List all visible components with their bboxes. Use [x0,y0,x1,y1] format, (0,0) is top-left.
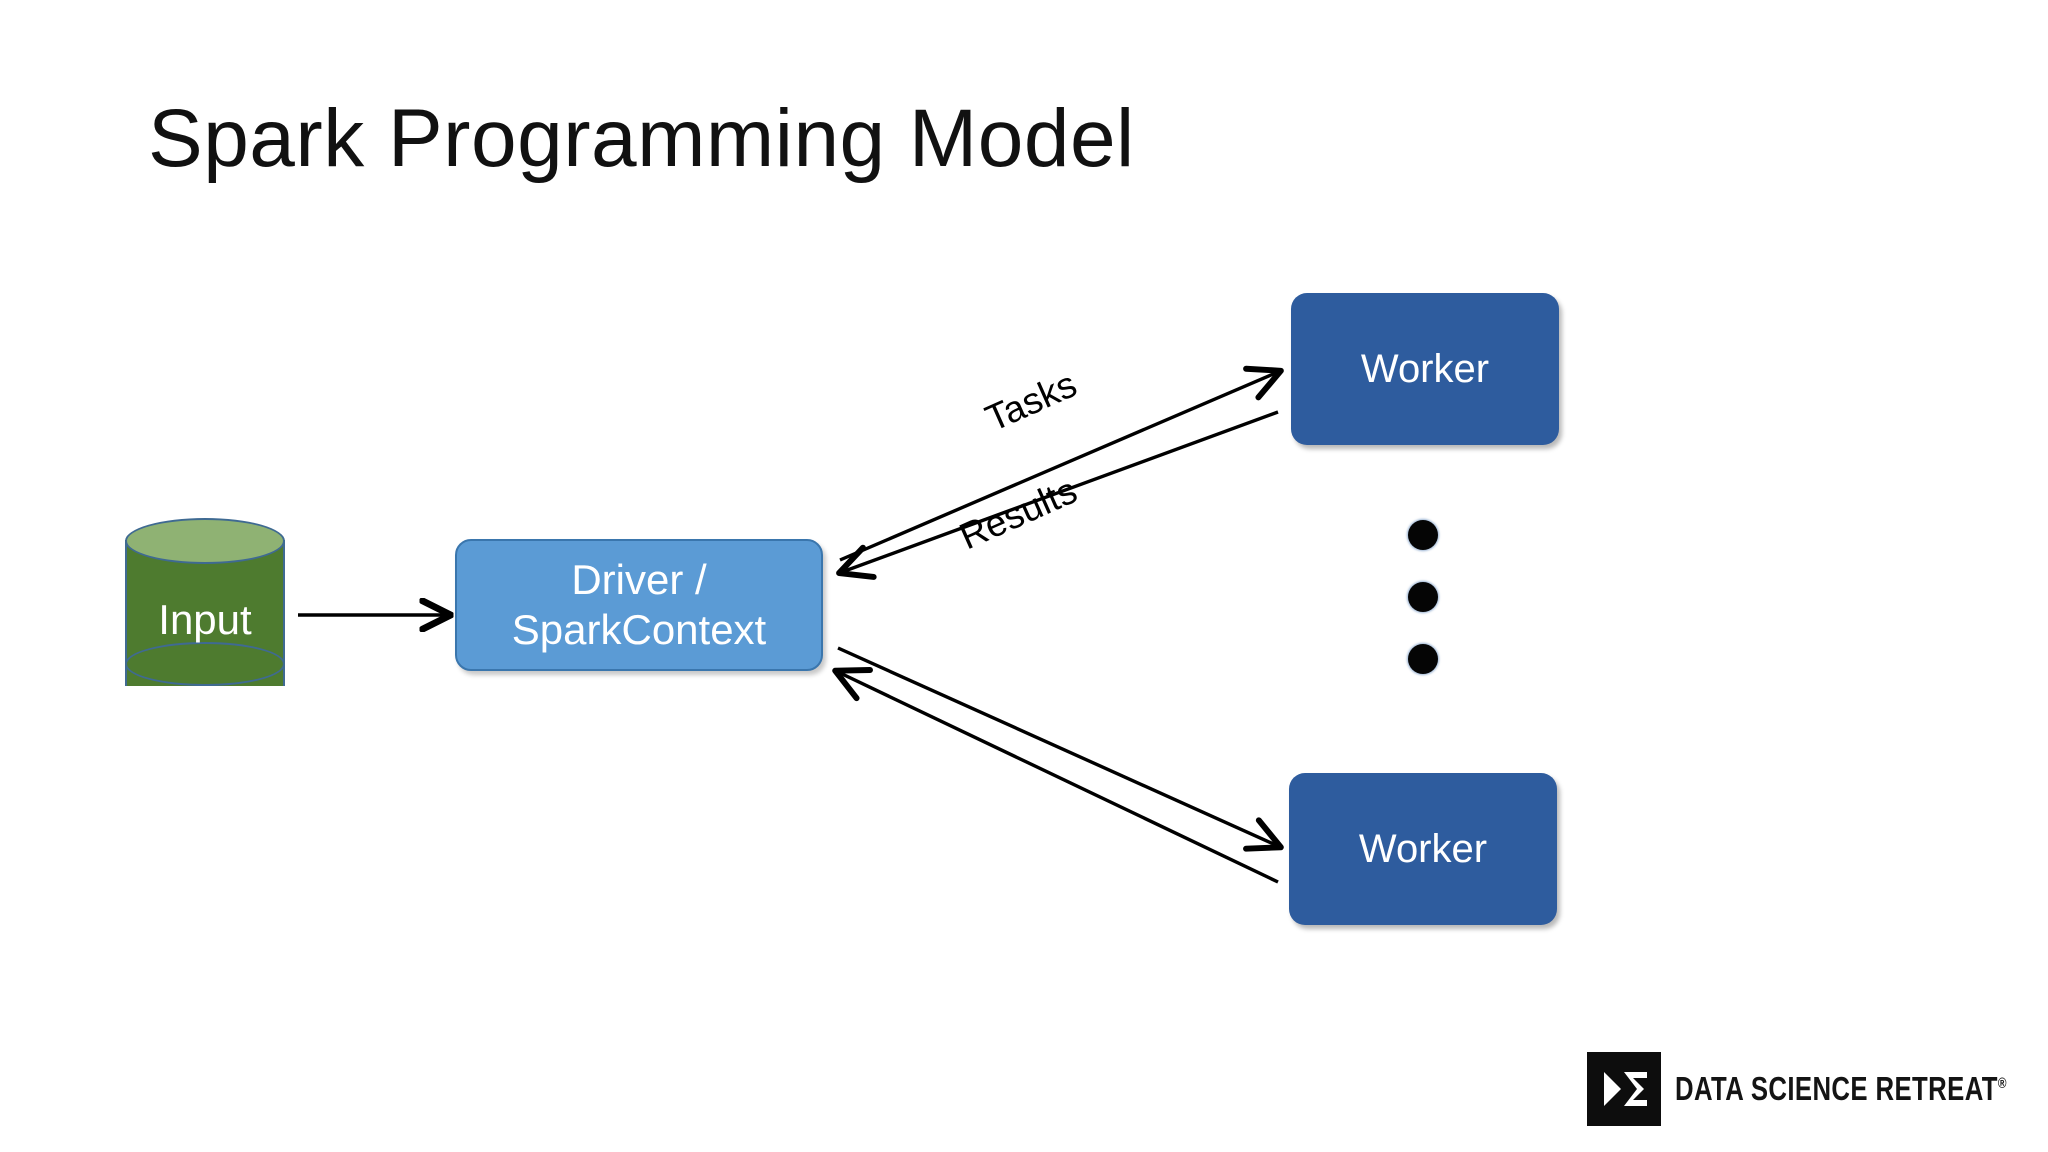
edge-driver-to-worker-bottom [837,646,1284,852]
node-driver-label-line1: Driver / [571,556,707,604]
edge-results [836,410,1279,580]
brand-logo: DATA SCIENCE RETREAT® [1587,1052,2048,1126]
node-input-label: Input [158,596,252,643]
ellipsis-dot [1408,520,1438,550]
node-worker-top[interactable]: Worker [1291,293,1559,445]
ellipsis-dot [1408,582,1438,612]
ellipsis-dot [1408,644,1438,674]
node-driver-label: Driver / SparkContext [512,555,766,654]
cylinder-bottom-ellipse [125,642,285,686]
node-worker-bottom[interactable]: Worker [1289,773,1557,925]
brand-logo-text: DATA SCIENCE RETREAT® [1675,1070,2007,1108]
edge-tasks [839,365,1284,562]
worker-ellipsis [1408,520,1448,674]
data-science-retreat-mark-icon [1587,1052,1661,1126]
node-driver[interactable]: Driver / SparkContext [455,539,823,671]
node-worker-top-label: Worker [1360,346,1490,391]
node-driver-label-line2: SparkContext [511,606,767,653]
page-title: Spark Programming Model [148,93,1135,184]
node-input[interactable]: Input [125,518,285,708]
registered-trademark-icon: ® [1997,1075,2007,1092]
brand-logo-name: DATA SCIENCE RETREAT [1675,1070,1998,1107]
node-worker-bottom-label: Worker [1358,826,1488,871]
edge-worker-bottom-to-driver [832,667,1279,884]
cylinder-top-ellipse [125,518,285,564]
